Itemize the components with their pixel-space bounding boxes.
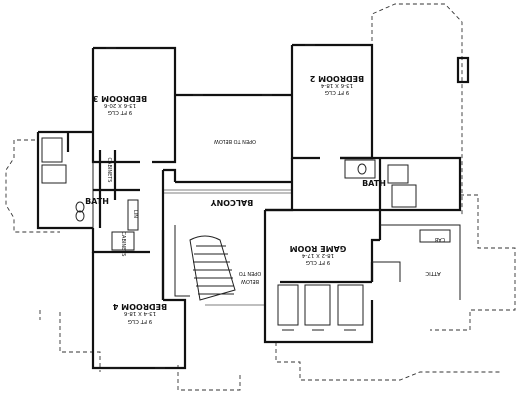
bedroom-4-dims: 13-4 X 18-6 — [123, 310, 156, 316]
staircase: OPEN TO BELOW — [161, 225, 261, 301]
bath-left-label: BATH — [85, 197, 109, 206]
lin-label: LIN — [132, 210, 138, 218]
bath-left: BATH CABINETS LIN — [36, 130, 140, 231]
bedroom-4-name: BEDROOM 4 — [112, 302, 167, 311]
bedroom-3: BEDROOM 3 13-6 X 20-6 9 FT CLG — [91, 46, 177, 164]
balcony-label: BALCONY — [211, 198, 254, 207]
game-room-ceiling: 9 FT CLG — [306, 259, 331, 265]
cabinets-right-label: CABINETS — [120, 232, 126, 257]
open-to-below-top: OPEN TO BELOW — [175, 93, 292, 184]
bedroom-3-dims: 13-6 X 20-6 — [103, 102, 136, 108]
cab-label: CAB — [434, 236, 445, 242]
cabinets-right: CABINETS — [91, 228, 150, 257]
attic: CAB ATTIC — [370, 224, 461, 300]
bedroom-2-name: BEDROOM 2 — [310, 74, 364, 83]
game-room-name: GAME ROOM — [290, 244, 347, 253]
game-room-dims: 18-2 X 17-4 — [301, 252, 334, 258]
bath-right: BATH — [340, 156, 462, 212]
open-to-below-stair-line1: OPEN TO — [239, 270, 261, 276]
bath-right-label: BATH — [362, 179, 386, 188]
roof-outline — [5, 3, 516, 391]
bedroom-4-ceiling: 9 FT CLG — [128, 318, 153, 324]
bedroom-2: BEDROOM 2 13-6 X 18-4 9 FT CLG — [290, 43, 374, 160]
balcony: BALCONY — [161, 158, 294, 300]
open-to-below-stair-line2: BELOW — [241, 278, 259, 284]
open-to-below-top-label: OPEN TO BELOW — [214, 138, 256, 144]
bedroom-2-dims: 13-6 X 18-4 — [320, 82, 353, 88]
chimney — [456, 56, 470, 84]
cabinets-left-label: CABINETS — [106, 158, 112, 183]
bedroom-3-ceiling: 9 FT CLG — [108, 109, 133, 115]
bedroom-3-name: BEDROOM 3 — [93, 94, 147, 103]
bedroom-4: BEDROOM 4 13-4 X 18-6 9 FT CLG — [91, 252, 265, 370]
attic-label: ATTIC — [425, 270, 441, 276]
game-room: GAME ROOM 18-2 X 17-4 9 FT CLG — [263, 208, 382, 344]
bedroom-2-ceiling: 9 FT CLG — [325, 89, 350, 95]
